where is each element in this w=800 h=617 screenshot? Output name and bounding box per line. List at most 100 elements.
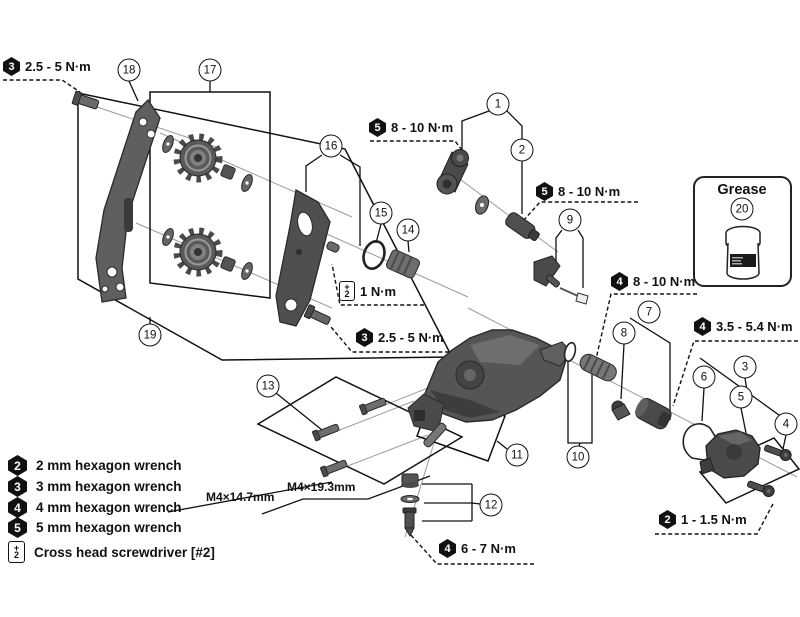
torque-value: 8 - 10 N·m [633,274,696,289]
callout-9: 9 [558,208,582,232]
callout-3: 3 [733,355,757,379]
legend-row-2: 3 3 mm hexagon wrench [8,476,182,497]
torque-label-3: 5 8 - 10 N·m [536,182,620,201]
torque-value: 8 - 10 N·m [558,184,621,199]
stopper-plate-8 [611,400,631,421]
callout-20: 20 [730,197,754,221]
cross-head-screwdriver-icon: +2 [339,281,355,301]
pulley-washers-bushings [162,134,253,281]
bracket-1 [461,110,523,214]
bracket-7-8 [620,317,671,420]
legend-row-1: 2 2 mm hexagon wrench [8,455,182,476]
spring-unit [579,353,617,382]
adjust-unit-7 [635,397,672,430]
m4-screws-13 [311,397,387,478]
callout-12: 12 [479,493,503,517]
torque-label-5: 4 3.5 - 5.4 N·m [694,317,793,336]
grease-title: Grease [717,182,767,198]
callout-11: 11 [505,443,529,467]
torque-value: 1 - 1.5 N·m [681,512,747,527]
inner-plate-18 [95,98,161,303]
legend-row-4: 5 5 mm hexagon wrench [8,517,182,538]
hex-wrench-icon: 5 [536,182,553,201]
tension-pulley [173,227,223,277]
bolt-washer-screw-12 [400,473,420,538]
callout-4: 4 [774,412,798,436]
plate-bolt-3mm [303,304,331,325]
callout-10: 10 [566,445,590,469]
torque-value: 1 N·m [360,283,397,299]
torque-label-9: 2 1 - 1.5 N·m [659,510,747,529]
callout-5: 5 [729,385,753,409]
hex-wrench-icon: 4 [8,497,27,518]
torque-label-7: +2 1 N·m [339,281,396,301]
hex-wrench-icon: 2 [659,510,676,529]
callout-7: 7 [637,300,661,324]
cross-head-screwdriver-icon: +2 [8,541,25,563]
torque-value: 8 - 10 N·m [391,120,454,135]
bracket-axle-link-1 [436,149,469,195]
bolt-3mm-top-left [71,90,100,110]
callout-17: 17 [198,58,222,82]
torque-label-2: 5 8 - 10 N·m [369,118,453,137]
legend-row-3: 4 4 mm hexagon wrench [8,497,182,518]
legend-label: 4 mm hexagon wrench [36,500,182,515]
callout-18: 18 [117,58,141,82]
hex-wrench-icon: 4 [439,539,456,558]
callout-19: 19 [138,323,162,347]
callout-14: 14 [396,218,420,242]
callout-2: 2 [510,138,534,162]
hex-wrench-icon: 4 [611,272,628,291]
grease-box [693,176,792,287]
m4-pointer-lines [167,475,431,515]
main-body [407,329,573,433]
guide-pulley [173,133,223,183]
bracket-16 [305,154,361,246]
hex-wrench-icon: 5 [8,517,27,538]
torque-value: 2.5 - 5 N·m [378,330,444,345]
hex-wrench-icon: 5 [369,118,386,137]
legend-row-5: +2 Cross head screwdriver [#2] [8,541,215,563]
dimension-label-1: M4×14.7mm [206,490,275,504]
plate-pin-16 [326,241,340,253]
bracket-bolt-2 [505,212,540,242]
torque-value: 6 - 7 N·m [461,541,516,556]
bracket-9 [555,229,584,288]
link-washer [474,195,490,215]
legend-label: Cross head screwdriver [#2] [34,544,215,560]
cover-screw-1 [764,444,792,462]
callout-1: 1 [486,92,510,116]
hex-wrench-icon: 4 [694,317,711,336]
legend-label: 5 mm hexagon wrench [36,520,182,535]
group-outline-19 [77,92,454,361]
dimension-label-2: M4×19.3mm [287,480,356,494]
torque-label-4: 4 8 - 10 N·m [611,272,695,291]
legend-label: 3 mm hexagon wrench [36,479,182,494]
torque-label-6: 3 2.5 - 5 N·m [356,328,444,347]
motor-unit-5 [699,429,761,479]
hex-wrench-icon: 3 [8,476,27,497]
group-outline-17 [149,81,271,299]
outer-plate-16 [275,188,331,327]
bracket-12 [422,483,481,522]
callout-16: 16 [319,134,343,158]
o-ring-15 [362,240,386,270]
torque-label-8: 4 6 - 7 N·m [439,539,516,558]
hex-wrench-icon: 2 [8,455,27,476]
torque-value: 3.5 - 5.4 N·m [716,319,793,334]
o-ring-10 [563,341,577,363]
callout-6: 6 [692,365,716,389]
stud-pin-11 [423,422,447,448]
plug-tool-9 [533,255,589,305]
torque-value: 2.5 - 5 N·m [25,59,91,74]
callout-8: 8 [612,321,636,345]
torque-label-1: 3 2.5 - 5 N·m [3,57,91,76]
roller-14 [386,249,420,279]
legend-label: 2 mm hexagon wrench [36,458,182,473]
hex-wrench-icon: 3 [3,57,20,76]
hex-wrench-icon: 3 [356,328,373,347]
callout-15: 15 [369,201,393,225]
callout-13: 13 [256,374,280,398]
